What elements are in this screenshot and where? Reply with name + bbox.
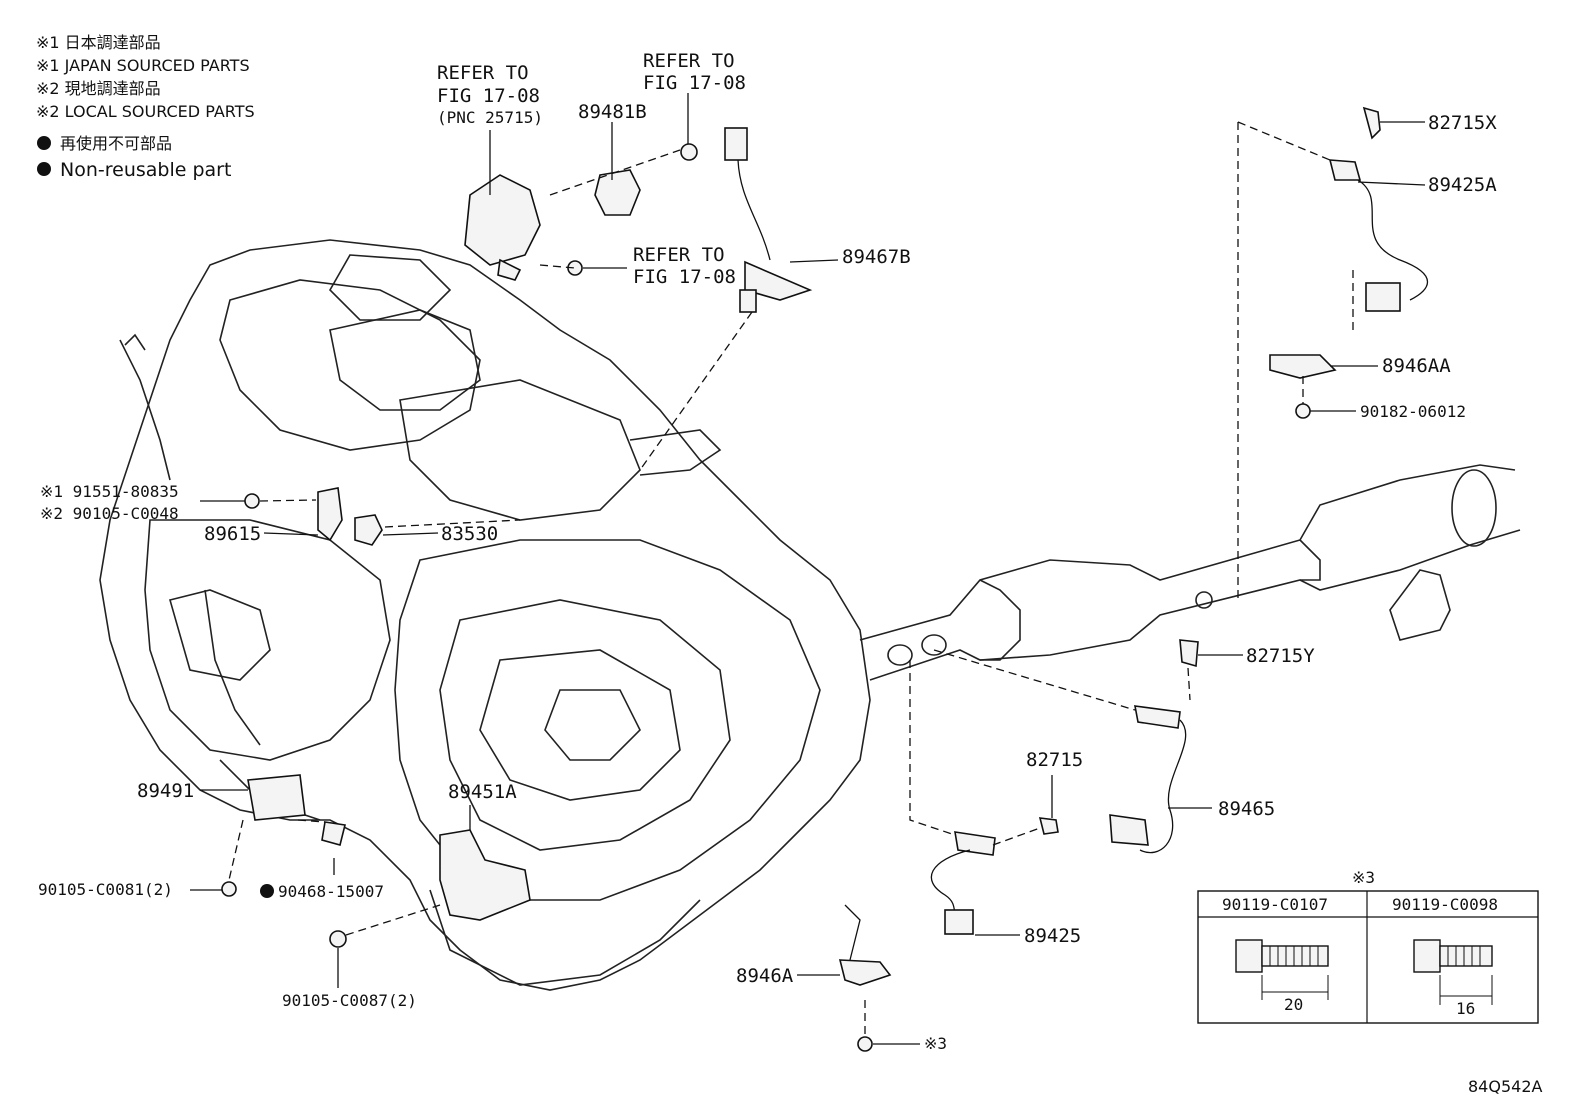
label-8946A: 8946A [736, 965, 794, 987]
bolt-90119-c0107-icon [1235, 939, 1329, 1000]
refer-label-1c: (PNC 25715) [437, 108, 543, 127]
sensor-83530 [354, 514, 383, 546]
legend-line-6: Non-reusable part [60, 159, 231, 181]
bolt-ref3 [857, 1036, 873, 1052]
refer-label-1a: REFER TO [437, 62, 529, 84]
connector [1365, 282, 1401, 312]
sensor-flange [744, 260, 813, 301]
sensor-89465-group [1109, 639, 1199, 854]
bolt-90105-c0081 [221, 881, 237, 897]
connector [1109, 814, 1149, 846]
crank-sensor-group [221, 774, 346, 897]
label-90182-06012: 90182-06012 [1360, 402, 1466, 421]
bracket-8946AA [1269, 354, 1337, 379]
label-89481B: 89481B [578, 101, 647, 123]
legend-line-4: ※2 LOCAL SOURCED PARTS [36, 102, 255, 121]
label-89465: 89465 [1218, 798, 1275, 820]
label-91551-80835: ※1 91551-80835 [40, 482, 179, 501]
dim-20: 20 [1284, 995, 1303, 1014]
bolt-table: ※3 90119-C0107 90119-C0098 20 16 [1197, 868, 1539, 1024]
label-89425A: 89425A [1428, 174, 1497, 196]
clip [497, 258, 522, 281]
table-col-2-header: 90119-C0098 [1392, 895, 1498, 914]
vacuum-switching-sensor [594, 169, 641, 216]
label-83530: 83530 [441, 523, 498, 545]
diagram-code: 84Q542A [1468, 1077, 1542, 1096]
refer-label-2a: REFER TO [643, 50, 735, 72]
rear-oxygen-sensor-group [1269, 106, 1429, 419]
table-mark: ※3 [1352, 868, 1375, 887]
label-82715Y: 82715Y [1246, 645, 1315, 667]
knock-sensor-group [244, 487, 383, 546]
label-89451A: 89451A [448, 781, 517, 803]
label-90105-c0048: ※2 90105-C0048 [40, 504, 179, 523]
label-89491: 89491 [137, 780, 194, 802]
part-number-labels: 89481B 89467B 82715X 89425A 8946AA 90182… [38, 101, 1497, 1053]
connector [724, 127, 748, 161]
non-reusable-dot-icon [37, 136, 51, 150]
sensor-tip [739, 289, 757, 313]
sensor-89425-group [838, 817, 1059, 1052]
dashed-lines [228, 121, 1354, 1036]
knock-sensor-89615 [317, 487, 343, 542]
sensor-89491 [247, 774, 306, 821]
label-89425: 89425 [1024, 925, 1081, 947]
bracket-8946A [838, 959, 892, 986]
table-border [1197, 890, 1539, 1024]
legend: ※1 日本調達部品 ※1 JAPAN SOURCED PARTS ※2 現地調達… [36, 33, 255, 181]
clamp-82715Y [1179, 639, 1199, 668]
legend-line-1: ※1 日本調達部品 [36, 33, 161, 52]
table-col-1-header: 90119-C0107 [1222, 895, 1328, 914]
exhaust-pipe [859, 464, 1521, 681]
non-reusable-dot-icon [37, 162, 51, 176]
legend-line-5: 再使用不可部品 [60, 134, 172, 153]
vehicle-speed-sensor-group [329, 829, 531, 948]
sensor-body-89425 [954, 831, 996, 856]
leader-lines [190, 93, 1426, 1045]
air-fuel-ratio-sensor-89467B [724, 127, 813, 313]
bolt-90119-c0098-icon [1413, 939, 1493, 1005]
refer-label-3a: REFER TO [633, 244, 725, 266]
vacuum-sensor-assembly [464, 143, 698, 281]
label-ref3: ※3 [924, 1034, 947, 1053]
engine-assembly [99, 239, 871, 991]
sensor-89451A [439, 829, 531, 921]
legend-line-2: ※1 JAPAN SOURCED PARTS [36, 56, 250, 75]
grommet [680, 143, 698, 161]
label-82715: 82715 [1026, 749, 1083, 771]
sensor-bracket [464, 174, 541, 266]
legend-line-3: ※2 現地調達部品 [36, 79, 161, 98]
refer-label-2b: FIG 17-08 [643, 72, 746, 94]
label-8946AA: 8946AA [1382, 355, 1451, 377]
connector [944, 909, 974, 935]
refer-label-3b: FIG 17-08 [633, 266, 736, 288]
label-82715X: 82715X [1428, 112, 1497, 134]
sensor-body-89465 [1134, 705, 1181, 729]
label-90468-15007: 90468-15007 [278, 882, 384, 901]
bolt-90105-c0087 [329, 930, 347, 948]
clamp-82715X [1362, 106, 1381, 140]
label-89467B: 89467B [842, 246, 911, 268]
bolt-91551 [244, 493, 260, 509]
dim-16: 16 [1456, 999, 1475, 1018]
refer-labels: REFER TO FIG 17-08 (PNC 25715) REFER TO … [437, 50, 746, 288]
bolt-90182 [1295, 403, 1311, 419]
non-reusable-dot-icon [260, 884, 274, 898]
label-89615: 89615 [204, 523, 261, 545]
clamp-82715 [1038, 817, 1059, 835]
label-90105-c0081: 90105-C0081(2) [38, 880, 173, 899]
label-90105-c0087: 90105-C0087(2) [282, 991, 417, 1010]
refer-label-1b: FIG 17-08 [437, 85, 540, 107]
sensor-body-89425A [1328, 159, 1362, 181]
gasket-90468 [321, 821, 346, 846]
